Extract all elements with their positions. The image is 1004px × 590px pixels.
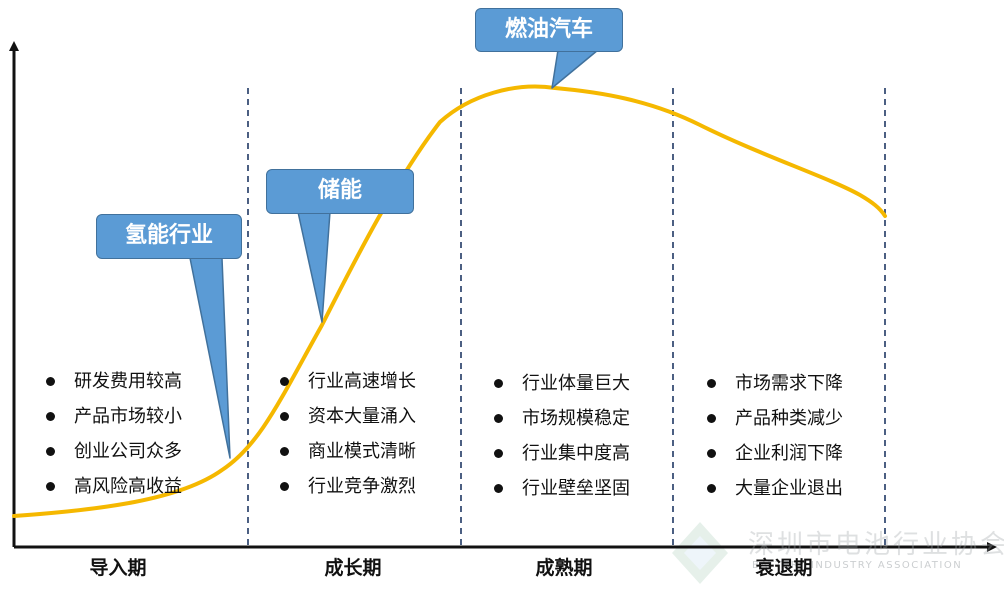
phase-label-intro: 导入期 [89,557,147,579]
bullet-item: 研发费用较高 [44,364,182,399]
bullet-list-mature: 行业体量巨大 市场规模稳定 行业集中度高 行业壁垒坚固 [492,366,630,506]
bullet-item: 市场规模稳定 [492,401,630,436]
callout-hydrogen: 氢能行业 [96,214,242,259]
bullet-item: 商业模式清晰 [278,434,416,469]
bullet-item: 行业集中度高 [492,436,630,471]
bullet-list-decline: 市场需求下降 产品种类减少 企业利润下降 大量企业退出 [705,366,843,506]
callout-pointer-storage [297,211,331,323]
bullet-list-intro: 研发费用较高 产品市场较小 创业公司众多 高风险高收益 [44,364,182,504]
bullet-item: 高风险高收益 [44,469,182,504]
bullet-item: 行业高速增长 [278,364,416,399]
bullet-item: 大量企业退出 [705,471,843,506]
bullet-item: 资本大量涌入 [278,399,416,434]
bullet-item: 市场需求下降 [705,366,843,401]
watermark-subtext: BATTERY INDUSTRY ASSOCIATION [752,560,963,571]
bullet-item: 创业公司众多 [44,434,182,469]
phase-label-decline: 衰退期 [755,557,813,579]
callout-storage: 储能 [266,169,414,214]
callout-fuel-car: 燃油汽车 [475,8,623,52]
bullet-item: 行业壁垒坚固 [492,471,630,506]
callout-pointer-hydrogen [189,257,231,459]
watermark-logo [672,522,728,584]
phase-label-growth: 成长期 [324,557,382,579]
phase-label-mature: 成熟期 [535,557,593,579]
lifecycle-curve [12,84,887,518]
bullet-item: 产品市场较小 [44,399,182,434]
watermark-text: 深圳市电池行业协会 [748,530,1004,560]
bullet-item: 企业利润下降 [705,436,843,471]
callout-pointer-fuel-car [551,49,599,89]
bullet-item: 产品种类减少 [705,401,843,436]
bullet-list-growth: 行业高速增长 资本大量涌入 商业模式清晰 行业竞争激烈 [278,364,416,504]
bullet-item: 行业竞争激烈 [278,469,416,504]
bullet-item: 行业体量巨大 [492,366,630,401]
